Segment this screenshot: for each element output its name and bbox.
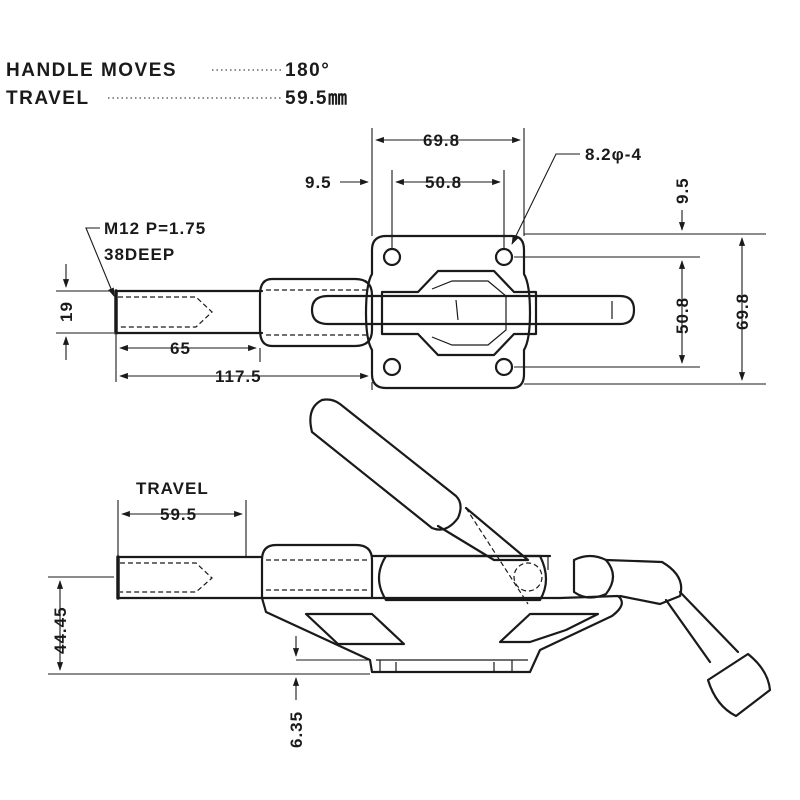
side-travel-label: TRAVEL <box>136 479 209 498</box>
dim-height: 44.45 <box>51 606 70 654</box>
mount-hole-tl <box>382 247 402 267</box>
mount-hole-bl <box>382 357 402 377</box>
side-lever-lower <box>664 590 740 664</box>
dim-length-to-base: 117.5 <box>215 367 262 386</box>
side-plunger-rod <box>116 555 264 600</box>
dim-height-overall: 69.8 <box>733 293 752 330</box>
dim-hole-spacing-v: 50.8 <box>673 297 692 334</box>
side-link <box>377 554 548 602</box>
hole-callout: 8.2φ-4 <box>585 145 642 164</box>
base-plate <box>364 234 532 390</box>
mount-hole-tr <box>494 247 514 267</box>
side-handle-grip <box>309 398 462 531</box>
side-travel-value: 59.5 <box>160 505 197 524</box>
dim-hole-spacing-h: 50.8 <box>425 173 462 192</box>
plunger-rod <box>114 289 264 335</box>
dim-base-thickness: 6.35 <box>287 711 306 748</box>
depth-label: 38DEEP <box>104 245 175 264</box>
guide-body <box>380 269 538 357</box>
travel-value: 59.5㎜ <box>285 88 348 109</box>
handle-moves-value: 180° <box>285 60 330 81</box>
side-frame <box>260 594 623 674</box>
side-view: TRAVEL 59.5 <box>48 398 772 748</box>
top-view: 69.8 50.8 9.5 8.2φ-4 69.8 50.8 9.5 19 M1… <box>56 128 766 390</box>
dim-rod-length: 65 <box>170 339 191 358</box>
handle-moves-label: HANDLE MOVES <box>6 60 177 81</box>
mount-hole-br <box>494 357 514 377</box>
spec-header: HANDLE MOVES 180° TRAVEL 59.5㎜ <box>6 60 348 109</box>
dim-offset-left: 9.5 <box>305 173 332 192</box>
dim-width-overall: 69.8 <box>423 131 460 150</box>
handle-rod-top <box>310 294 636 326</box>
dim-rod-diameter: 19 <box>57 301 76 322</box>
dim-offset-top: 9.5 <box>673 177 692 204</box>
bushing-housing <box>258 277 374 348</box>
thread-label: M12 P=1.75 <box>104 219 206 238</box>
travel-label: TRAVEL <box>6 88 90 109</box>
